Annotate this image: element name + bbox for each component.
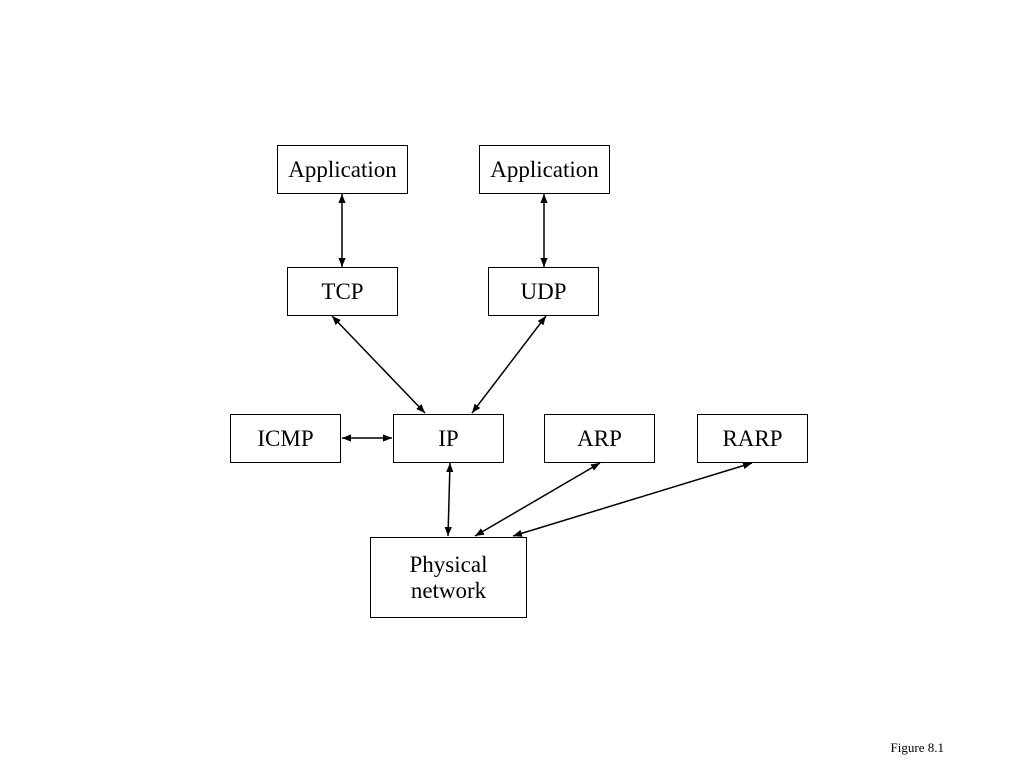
tcp-box: TCP <box>287 267 398 316</box>
rarp-box: RARP <box>697 414 808 463</box>
physical-network-label-line2: network <box>410 577 487 603</box>
application-left-box: Application <box>277 145 408 194</box>
physical-network-label-line1: Physical <box>409 551 488 577</box>
application-left-label: Application <box>288 156 397 182</box>
arrow-ip-physical <box>444 462 454 537</box>
udp-label: UDP <box>520 278 567 304</box>
arp-box: ARP <box>544 414 655 463</box>
tcp-label: TCP <box>321 278 364 304</box>
application-right-label: Application <box>490 156 599 182</box>
application-right-box: Application <box>479 145 610 194</box>
icmp-label: ICMP <box>257 425 314 451</box>
physical-network-box: Physical network <box>370 537 527 618</box>
ip-box: IP <box>393 414 504 463</box>
rarp-label: RARP <box>722 425 783 451</box>
arrow-arp-physical <box>474 462 601 537</box>
arrow-udp-ip <box>471 315 547 414</box>
icmp-box: ICMP <box>230 414 341 463</box>
arrow-rarp-physical <box>512 462 753 537</box>
ip-label: IP <box>438 425 459 451</box>
udp-box: UDP <box>488 267 599 316</box>
arrow-tcp-ip <box>331 315 426 414</box>
figure-caption: Figure 8.1 <box>890 740 944 755</box>
arp-label: ARP <box>577 425 622 451</box>
